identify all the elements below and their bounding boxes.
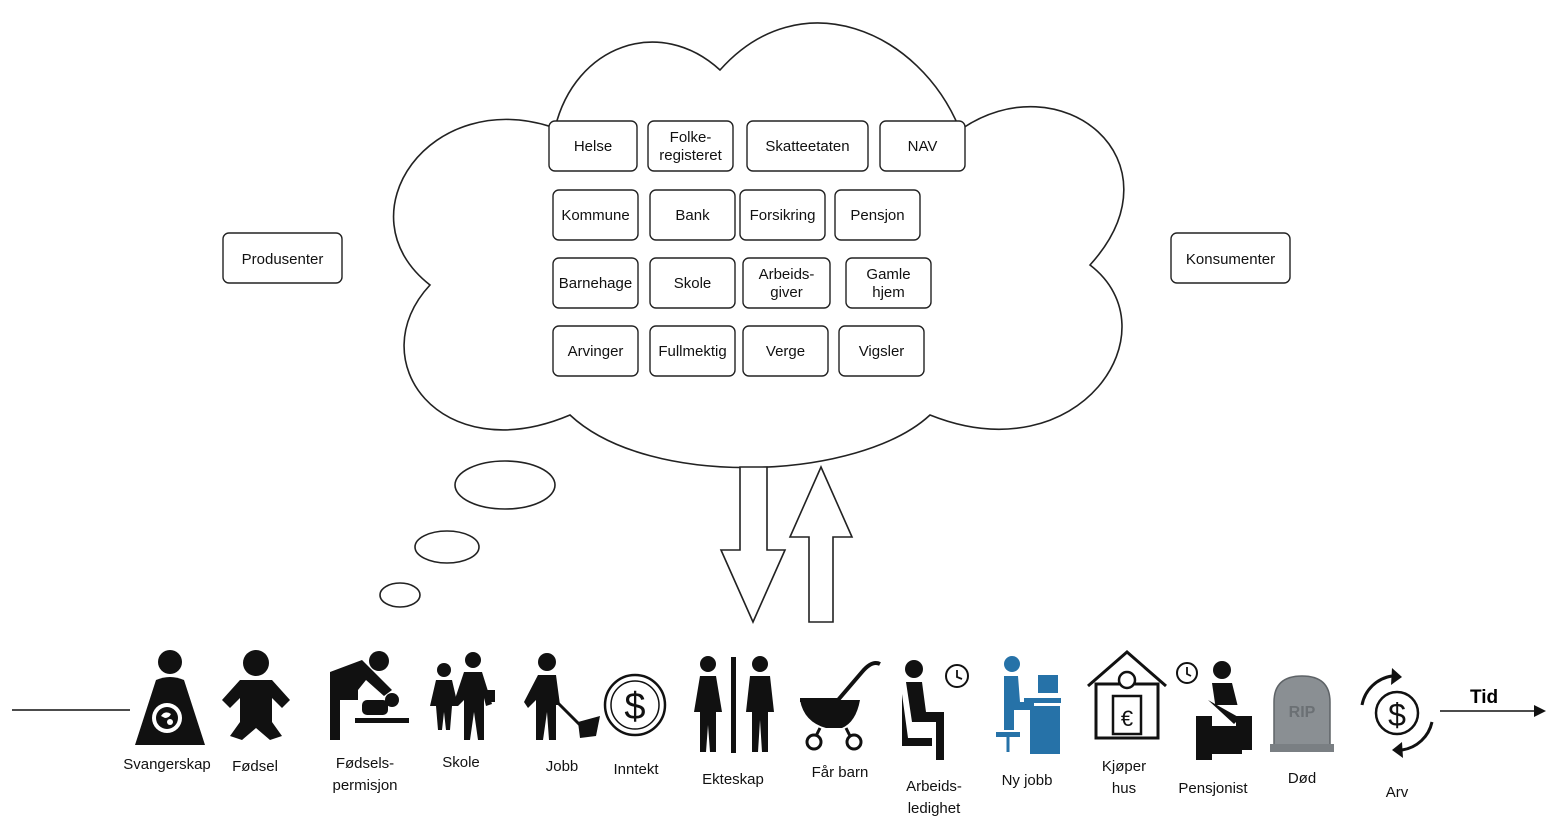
timeline-event-label: Arbeids- <box>906 778 962 795</box>
retiree-clock-icon <box>1176 661 1252 760</box>
institution-box: Kommune <box>552 189 639 241</box>
timeline-event-label: Skole <box>442 754 480 771</box>
svg-text:€: € <box>1121 706 1133 731</box>
office-worker-icon <box>996 656 1061 754</box>
institution-label: Verge <box>766 343 805 360</box>
timeline-event-label: Død <box>1288 770 1316 787</box>
institution-label: Forsikring <box>750 207 816 224</box>
dollar-cycle-icon: $ <box>1360 668 1434 758</box>
institution-label: Fullmektig <box>658 343 726 360</box>
institution-box: Folke-registeret <box>647 120 734 172</box>
timeline-event-label: hus <box>1112 780 1136 797</box>
institution-label: Pensjon <box>850 207 904 224</box>
timeline-arrowhead <box>1534 705 1546 717</box>
institution-label: Barnehage <box>559 275 632 292</box>
up-arrow <box>788 465 854 623</box>
svg-text:$: $ <box>624 686 645 728</box>
consumers-box: Konsumenter <box>1170 232 1291 284</box>
timeline-event-label: Får barn <box>812 764 869 781</box>
institution-box: Arvinger <box>552 325 639 377</box>
timeline-event-label: Ny jobb <box>1002 772 1053 789</box>
institution-box: Skatteetaten <box>746 120 869 172</box>
institution-label: Vigsler <box>859 343 905 360</box>
institution-label: Gamle <box>866 266 910 283</box>
timeline-event-label: Fødsel <box>232 758 278 775</box>
diaper-changing-icon <box>330 651 409 740</box>
institution-box: Vigsler <box>838 325 925 377</box>
dollar-coin-icon: $ <box>603 673 667 737</box>
timeline-event-label: ledighet <box>908 800 961 817</box>
timeline-event-label: Kjøper <box>1102 758 1146 775</box>
institution-box: Fullmektig <box>649 325 736 377</box>
institution-label: Folke- <box>670 129 712 146</box>
consumers-label: Konsumenter <box>1186 251 1275 268</box>
institution-label: Kommune <box>561 207 629 224</box>
institution-box: Helse <box>548 120 638 172</box>
school-children-icon <box>430 652 495 740</box>
institution-label: NAV <box>908 138 938 155</box>
timeline-event-label: permisjon <box>332 777 397 794</box>
worker-shovel-icon <box>524 653 600 740</box>
pregnant-woman-icon <box>135 650 205 745</box>
institution-box: Skole <box>649 257 736 309</box>
svg-text:$: $ <box>1388 697 1406 733</box>
institution-label: hjem <box>872 284 905 301</box>
institution-label: Arvinger <box>568 343 624 360</box>
institution-label: Skatteetaten <box>765 138 849 155</box>
timeline-event-label: Fødsels- <box>336 755 394 772</box>
stroller-icon <box>800 661 881 751</box>
institution-box: Pensjon <box>834 189 921 241</box>
tombstone-inscription: RIP <box>1289 704 1316 721</box>
producers-label: Produsenter <box>242 251 324 268</box>
thought-bubble-large <box>454 460 556 510</box>
timeline-event-label: Ekteskap <box>702 771 764 788</box>
thought-bubble-medium <box>414 530 480 564</box>
baby-icon <box>222 650 290 740</box>
institution-label: Bank <box>675 207 710 224</box>
tombstone-icon: RIP <box>1270 675 1334 752</box>
producers-box: Produsenter <box>222 232 343 284</box>
waiting-person-clock-icon <box>902 660 969 760</box>
institution-box: Forsikring <box>739 189 826 241</box>
timeline-event-label: Pensjonist <box>1178 780 1248 797</box>
institution-label: registeret <box>659 147 722 164</box>
institution-box: Arbeids-giver <box>742 257 831 309</box>
timeline-event-label: Arv <box>1386 784 1409 801</box>
institution-box: Bank <box>649 189 736 241</box>
house-euro-icon: € <box>1087 650 1167 740</box>
timeline-axis-label: Tid <box>1470 687 1498 708</box>
thought-bubble-small <box>379 582 421 608</box>
institution-box: Barnehage <box>552 257 639 309</box>
institution-label: Arbeids- <box>759 266 815 283</box>
timeline-event-label: Svangerskap <box>123 756 211 773</box>
institution-label: giver <box>770 284 803 301</box>
down-arrow <box>719 466 787 624</box>
institution-boxes: Helse Folke-registeret Skatteetaten NAV Komm… <box>548 120 966 377</box>
institution-box: Verge <box>742 325 829 377</box>
timeline-event-label: Inntekt <box>613 761 659 778</box>
institution-box: NAV <box>879 120 966 172</box>
institution-label: Helse <box>574 138 612 155</box>
couple-icon <box>694 656 774 753</box>
timeline-event-labels: Svangerskap Fødsel Fødsels-permisjon Skole J… <box>123 754 1409 817</box>
timeline-event-label: Jobb <box>546 758 579 775</box>
thought-cloud <box>392 22 1125 469</box>
institution-label: Skole <box>674 275 712 292</box>
